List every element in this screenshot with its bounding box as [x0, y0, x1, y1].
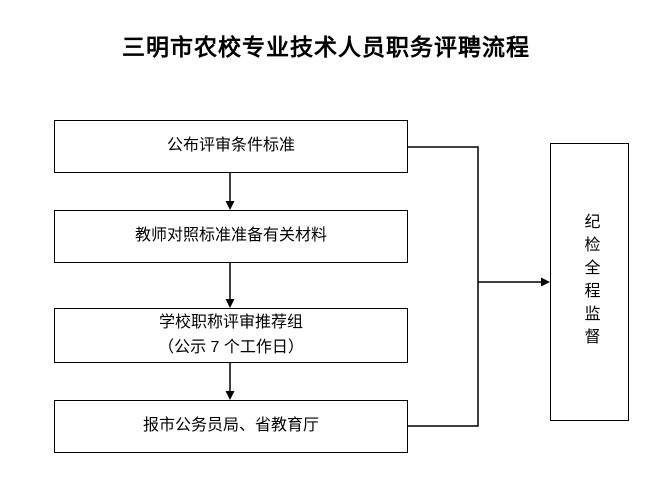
bracket-connector — [408, 146, 479, 427]
arrowhead-down-icon — [225, 201, 235, 210]
step-label: 教师对照标准准备有关材料 — [134, 227, 327, 245]
arrowhead-down-icon — [225, 391, 235, 400]
arrowhead-down-icon — [225, 299, 235, 308]
supervision-label: 纪检全程监督 — [581, 213, 599, 351]
supervision-box: 纪检全程监督 — [550, 143, 629, 421]
page-title: 三明市农校专业技术人员职务评聘流程 — [122, 34, 530, 60]
step-publish-criteria: 公布评审条件标准 — [54, 120, 408, 173]
step-sublabel: （公示 7 个工作日） — [158, 338, 304, 356]
step-label: 学校职称评审推荐组 — [158, 313, 303, 331]
step-label: 报市公务员局、省教育厅 — [142, 417, 319, 435]
arrowhead-right-icon — [541, 277, 550, 287]
step-label: 公布评审条件标准 — [166, 137, 295, 155]
step-school-review-group: 学校职称评审推荐组 （公示 7 个工作日） — [54, 308, 408, 363]
step-teachers-prepare-materials: 教师对照标准准备有关材料 — [54, 210, 408, 263]
step-report-to-bureaus: 报市公务员局、省教育厅 — [54, 400, 408, 453]
